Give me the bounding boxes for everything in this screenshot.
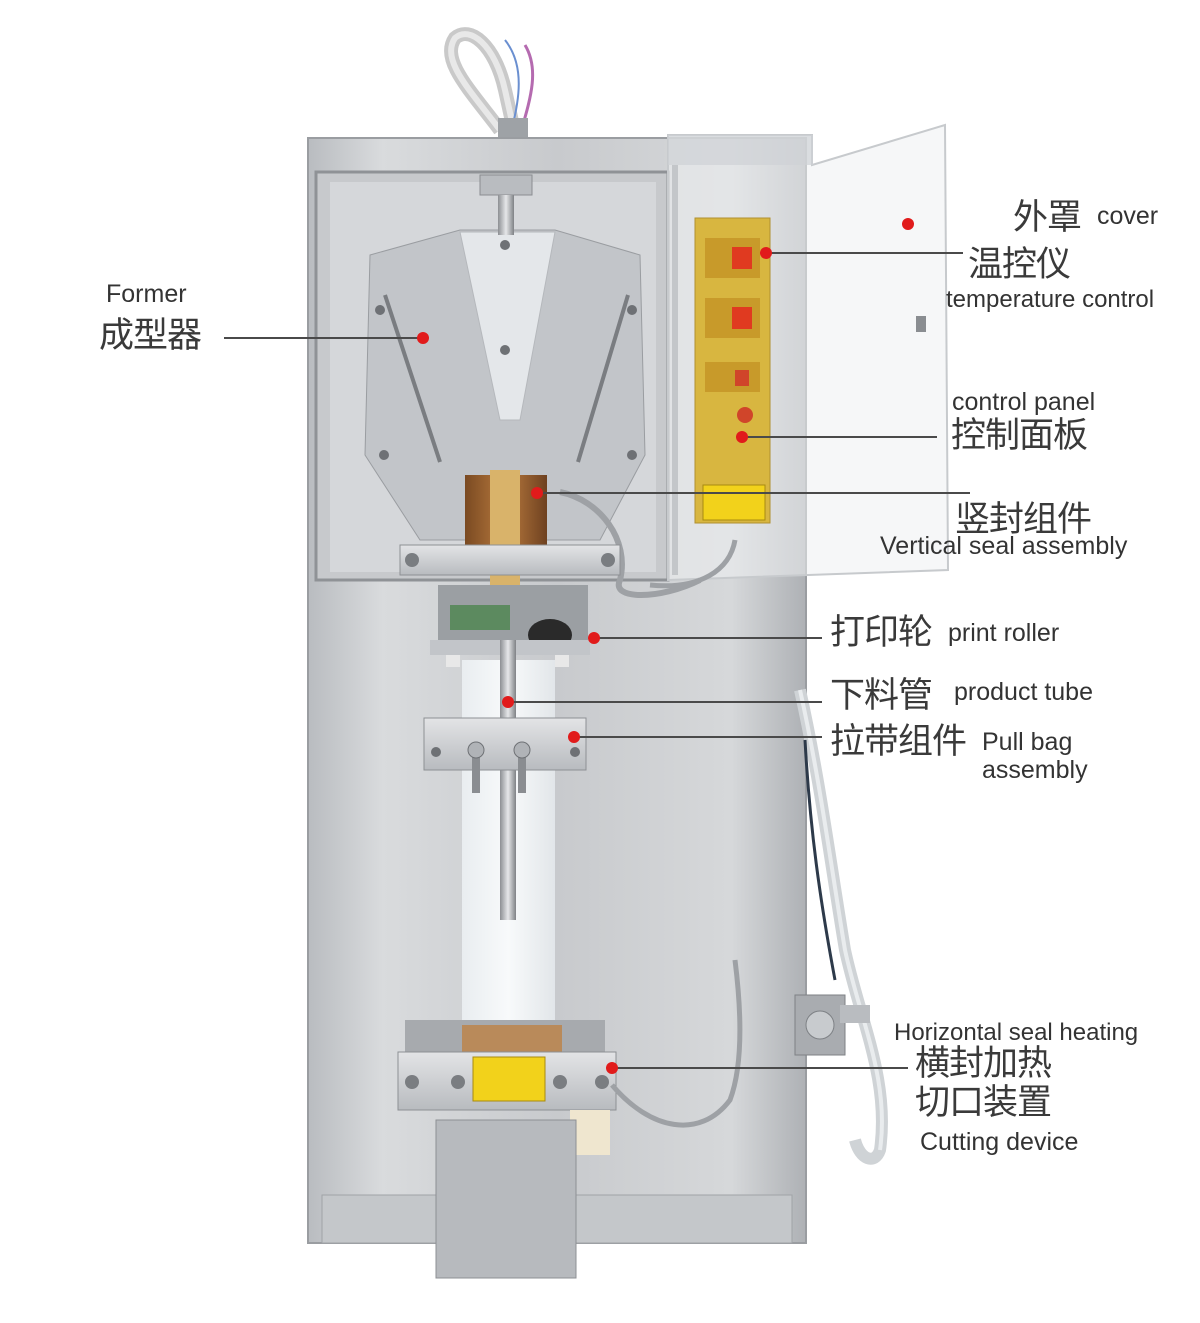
print-roller-label-cn: 打印轮 [830, 613, 933, 653]
control-panel [694, 217, 771, 524]
vertical-seal-label-cn: 竖封组件 [955, 500, 1092, 540]
product-tube-rod [500, 640, 516, 920]
leader-lines [224, 252, 970, 1069]
pull-bag-label-en-line2: assembly [982, 756, 1088, 784]
former-label-en: Former [106, 280, 187, 308]
cutting-device-label-en: Cutting device [920, 1128, 1079, 1156]
product-tube-label-en: product tube [954, 678, 1093, 706]
pull-bag-label-en-line1: Pull bag [982, 728, 1073, 756]
seal-cable [610, 959, 743, 1128]
pull-bag-plate [423, 717, 587, 793]
horizontal-seal-label-cn-line2: 切口装置 [915, 1083, 1052, 1123]
panel-cable [649, 539, 738, 589]
former-label-cn: 成型器 [99, 316, 202, 356]
former-marker [417, 332, 429, 344]
temperature-control-label-en: temperature control [946, 286, 1155, 313]
former-plate [364, 229, 646, 541]
horizontal-seal-block [397, 1020, 617, 1155]
vertical-seal-marker [531, 487, 543, 499]
cover-label-en: cover [1097, 202, 1159, 230]
control-panel-marker [736, 431, 748, 443]
pull-bag-marker [568, 731, 580, 743]
top-hose [444, 27, 535, 138]
output-chute [435, 1119, 577, 1279]
control-panel-label-cn: 控制面板 [951, 416, 1088, 456]
control-panel-label-en: control panel [952, 388, 1096, 416]
cover-marker [902, 218, 914, 230]
cover-label-cn: 外罩 [1013, 198, 1082, 238]
side-hose [794, 688, 888, 1165]
print-roller-marker [588, 632, 600, 644]
horizontal-seal-label-en: Horizontal seal heating [894, 1019, 1139, 1046]
marker-dots [417, 218, 914, 1074]
print-roller-label-en: print roller [948, 619, 1060, 647]
vertical-seal-label-en: Vertical seal assembly [880, 532, 1128, 560]
temperature-control-marker [760, 247, 772, 259]
temperature-control-label-cn: 温控仪 [968, 245, 1071, 285]
product-tube-label-cn: 下料管 [830, 676, 933, 716]
horizontal-seal-marker [606, 1062, 618, 1074]
product-tube-marker [502, 696, 514, 708]
pull-bag-label-cn: 拉带组件 [830, 722, 967, 762]
horizontal-seal-label-cn-line1: 横封加热 [915, 1044, 1052, 1084]
